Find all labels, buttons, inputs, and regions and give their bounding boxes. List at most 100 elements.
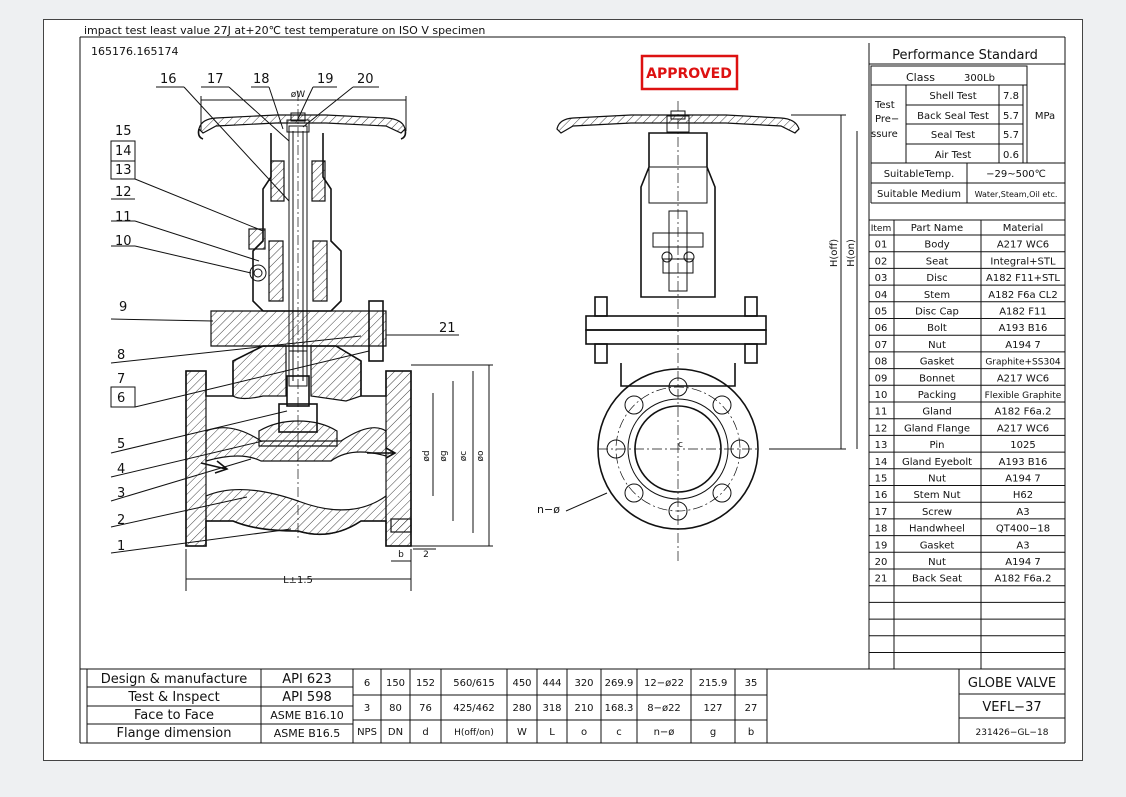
balloon-13: 13 bbox=[115, 163, 132, 178]
dim-c: øc bbox=[459, 451, 469, 462]
balloon-11: 11 bbox=[115, 210, 132, 225]
section-view bbox=[185, 91, 412, 547]
dim-cell: 12−ø22 bbox=[644, 678, 684, 689]
parts-item: 13 bbox=[875, 440, 888, 451]
dim-two: 2 bbox=[423, 550, 429, 560]
dim-cell: 150 bbox=[386, 678, 405, 689]
parts-name: Back Seat bbox=[912, 574, 962, 585]
stamp-text: APPROVED bbox=[646, 66, 732, 82]
bonnet-flange bbox=[210, 310, 387, 347]
flow-arrow-out bbox=[367, 447, 397, 459]
dim-cell: 444 bbox=[542, 678, 561, 689]
parts-name: Nut bbox=[928, 474, 946, 485]
parts-material: A217 WC6 bbox=[997, 423, 1049, 434]
air-test-value: 0.6 bbox=[1003, 150, 1019, 161]
balloon-8: 8 bbox=[117, 348, 125, 363]
dim-cell: 127 bbox=[703, 703, 722, 714]
parts-item: 05 bbox=[875, 307, 888, 318]
parts-name: Body bbox=[924, 240, 949, 251]
front-yoke bbox=[640, 132, 716, 298]
seal-test-label: Seal Test bbox=[931, 130, 975, 141]
dim-cell: 35 bbox=[745, 678, 758, 689]
section-dimensions: øW L±1.5 b 2 ød øg øc øo bbox=[185, 90, 493, 591]
back-seal-test-value: 5.7 bbox=[1003, 111, 1019, 122]
parts-item: 11 bbox=[875, 407, 888, 418]
parts-item: 16 bbox=[875, 490, 888, 501]
body-bolt bbox=[368, 300, 384, 362]
parts-header-material: Material bbox=[1003, 223, 1044, 234]
parts-name: Disc Cap bbox=[915, 307, 959, 318]
dim-cell: 3 bbox=[364, 703, 370, 714]
dim-header: L bbox=[549, 727, 555, 738]
dim-cell: 320 bbox=[574, 678, 593, 689]
parts-name: Screw bbox=[922, 507, 952, 518]
seal-test-value: 5.7 bbox=[1003, 130, 1019, 141]
balloon-17: 17 bbox=[207, 72, 224, 87]
balloon-14: 14 bbox=[115, 144, 132, 159]
standard-value-design: API 623 bbox=[282, 672, 332, 687]
dim-header: W bbox=[517, 727, 527, 738]
temp-label: SuitableTemp. bbox=[884, 169, 955, 180]
standard-value-flange: ASME B16.5 bbox=[274, 727, 340, 740]
parts-material: A193 B16 bbox=[999, 323, 1048, 334]
medium-value: Water,Steam,Oil etc. bbox=[975, 190, 1058, 199]
parts-name: Pin bbox=[930, 440, 945, 451]
packing-section bbox=[268, 240, 328, 302]
parts-item: 18 bbox=[875, 524, 888, 535]
balloon-10: 10 bbox=[115, 234, 132, 249]
balloon-21: 21 bbox=[439, 321, 456, 336]
balloon-6: 6 bbox=[117, 391, 125, 406]
parts-header-name: Part Name bbox=[911, 223, 963, 234]
dim-cell: 80 bbox=[389, 703, 402, 714]
parts-item: 07 bbox=[875, 340, 888, 351]
standard-label-face: Face to Face bbox=[134, 708, 214, 723]
drawing-number: 231426−GL−18 bbox=[976, 728, 1049, 738]
air-test-label: Air Test bbox=[935, 150, 972, 161]
dim-cell: 76 bbox=[419, 703, 432, 714]
standard-label-design: Design & manufacture bbox=[101, 672, 247, 687]
parts-material: A194 7 bbox=[1005, 557, 1040, 568]
dim-cell: 425/462 bbox=[453, 703, 495, 714]
back-seal-test-label: Back Seal Test bbox=[917, 111, 989, 122]
balloon-7: 7 bbox=[117, 372, 125, 387]
dim-cell: 210 bbox=[574, 703, 593, 714]
dim-header: n−ø bbox=[654, 727, 675, 738]
valve-code: VEFL−37 bbox=[982, 700, 1041, 715]
bottom-table: Design & manufacture API 623 Test & Insp… bbox=[80, 668, 1065, 744]
parts-material: A182 F6a.2 bbox=[995, 407, 1052, 418]
parts-item: 20 bbox=[875, 557, 888, 568]
balloon-12: 12 bbox=[115, 185, 132, 200]
dim-cell: 168.3 bbox=[605, 703, 634, 714]
class-label: Class bbox=[906, 71, 935, 84]
parts-name: Stem Nut bbox=[913, 490, 960, 501]
parts-name: Nut bbox=[928, 557, 946, 568]
callouts: 15 14 13 12 11 10 9 8 7 6 5 4 3 2 1 16 1… bbox=[110, 72, 459, 554]
disc bbox=[258, 420, 338, 447]
pressure-unit: MPa bbox=[1035, 111, 1055, 122]
yoke-outline bbox=[252, 133, 342, 312]
parts-item: 01 bbox=[875, 240, 888, 251]
test-pressure-label-1: Test bbox=[874, 100, 895, 111]
parts-material: Integral+STL bbox=[990, 256, 1056, 267]
dim-h-off: H(off) bbox=[829, 239, 840, 267]
dim-header: c bbox=[616, 727, 622, 738]
disc-cap bbox=[278, 403, 318, 433]
parts-material: A182 F6a CL2 bbox=[988, 290, 1057, 301]
balloon-9: 9 bbox=[119, 300, 127, 315]
balloon-15: 15 bbox=[115, 124, 132, 139]
reference-number: 165176.165174 bbox=[91, 45, 178, 58]
parts-name: Gland bbox=[922, 407, 951, 418]
parts-material: 1025 bbox=[1010, 440, 1035, 451]
test-pressure-label-2: Pre− bbox=[875, 114, 899, 125]
parts-name: Gasket bbox=[920, 357, 955, 368]
stem-nut-section bbox=[270, 160, 326, 202]
parts-item: 21 bbox=[875, 574, 888, 585]
parts-item: 08 bbox=[875, 357, 888, 368]
balloon-5: 5 bbox=[117, 437, 125, 452]
parts-material: A182 F11 bbox=[999, 307, 1047, 318]
parts-item: 06 bbox=[875, 323, 888, 334]
balloon-3: 3 bbox=[117, 486, 125, 501]
parts-material: A3 bbox=[1016, 507, 1029, 518]
parts-item: 02 bbox=[875, 256, 888, 267]
parts-name: Gasket bbox=[920, 540, 955, 551]
